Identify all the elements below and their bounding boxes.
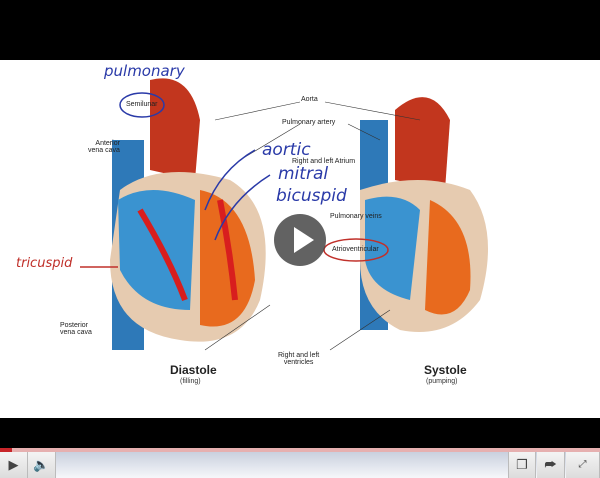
progress-fill	[0, 448, 12, 452]
annotation-aortic: aortic	[262, 140, 311, 160]
heart-diagram	[80, 78, 488, 351]
label-aorta: Aorta	[301, 96, 318, 103]
video-frame[interactable]: pulmonary Semilunar Anterior vena cava A…	[0, 60, 600, 418]
volume-button[interactable]: 🔈	[28, 452, 56, 478]
label-atrioventricular: Atrioventricular	[332, 246, 379, 253]
label-semilunar: Semilunar	[126, 101, 158, 108]
label-pulmonary-veins: Pulmonary veins	[330, 213, 382, 220]
label-ventricles: Right and left ventricles	[278, 352, 320, 366]
label-atrium: Right and left Atrium	[292, 158, 356, 165]
popout-button[interactable]: ❐	[508, 452, 536, 478]
label-pulmonary-artery: Pulmonary artery	[282, 119, 336, 126]
control-bar: ▶ 🔈 ❐ ⮫ ⤢	[0, 452, 600, 478]
diastole-heart	[110, 78, 266, 350]
play-overlay-button[interactable]	[274, 214, 326, 266]
share-button[interactable]: ⮫	[537, 452, 565, 478]
systole-heart	[360, 97, 488, 332]
progress-bar[interactable]	[0, 448, 600, 452]
label-posterior-vena-cava: Posterior vena cava	[60, 322, 92, 336]
annotation-bicuspid: bicuspid	[276, 186, 347, 206]
annotation-pulmonary: pulmonary	[104, 62, 185, 80]
title-systole: Systole	[424, 363, 467, 377]
subtitle-diastole: (filling)	[180, 378, 201, 385]
subtitle-systole: (pumping)	[426, 378, 458, 385]
play-button[interactable]: ▶	[0, 452, 28, 478]
title-diastole: Diastole	[170, 363, 217, 377]
annotation-tricuspid: tricuspid	[16, 256, 73, 271]
fullscreen-button[interactable]: ⤢	[566, 452, 600, 478]
annotation-mitral: mitral	[278, 164, 329, 184]
label-anterior-vena-cava: Anterior vena cava	[88, 140, 120, 154]
